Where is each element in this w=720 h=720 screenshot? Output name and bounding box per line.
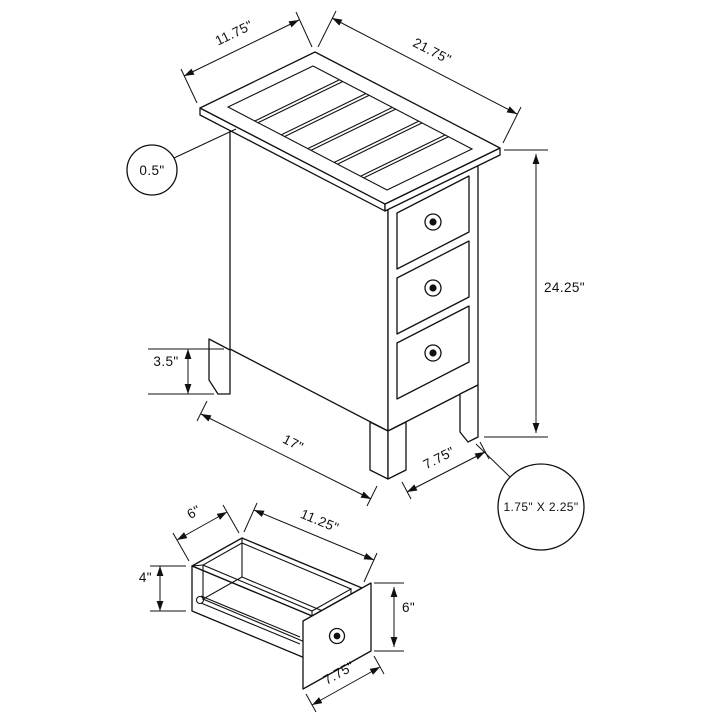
table-leg-front-left-face xyxy=(369,421,389,480)
dimension-label-leg-height: 3.5" xyxy=(153,354,178,369)
dimension-label-top-width: 11.75" xyxy=(213,17,256,48)
drawer-knob-1 xyxy=(424,213,442,231)
dimension-base-depth: 7.75" xyxy=(401,441,490,500)
drawer-knob-2 xyxy=(424,279,442,297)
dimension-label-base-length: 17" xyxy=(280,432,306,455)
dimension-base-length: 17" xyxy=(196,400,378,507)
dimension-label-top-thickness: 0.5" xyxy=(139,163,164,178)
drawer-slide-rails xyxy=(195,595,301,645)
table-leg-left xyxy=(208,338,231,395)
dimension-label-drawer-side-height: 4" xyxy=(139,570,152,585)
dimension-top-thickness: 0.5" xyxy=(126,128,237,196)
table-leg-front-right-face xyxy=(387,421,407,480)
dimension-drawer-side-height: 4" xyxy=(139,565,186,612)
dimension-label-drawer-width: 6" xyxy=(184,502,203,521)
dimension-label-drawer-front-height: 6" xyxy=(402,600,415,615)
drawer-panel-knob xyxy=(328,627,346,645)
dimension-overall-height: 24.25" xyxy=(484,149,585,438)
dimension-drawer-front-height: 6" xyxy=(374,582,415,652)
dimension-leg-height: 3.5" xyxy=(148,348,224,395)
dimension-drawer-width: 6" xyxy=(172,502,240,562)
drawer-knob-3 xyxy=(424,344,442,362)
dimension-leg-size: 1.75" X 2.25" xyxy=(475,443,585,551)
table-isometric-view xyxy=(199,51,501,480)
dimension-label-overall-height: 24.25" xyxy=(544,280,585,295)
drawer-isometric-view xyxy=(191,537,372,690)
table-leg-right xyxy=(459,384,479,443)
dimension-label-leg-size: 1.75" X 2.25" xyxy=(503,500,578,514)
dimension-label-base-depth: 7.75" xyxy=(421,444,457,472)
